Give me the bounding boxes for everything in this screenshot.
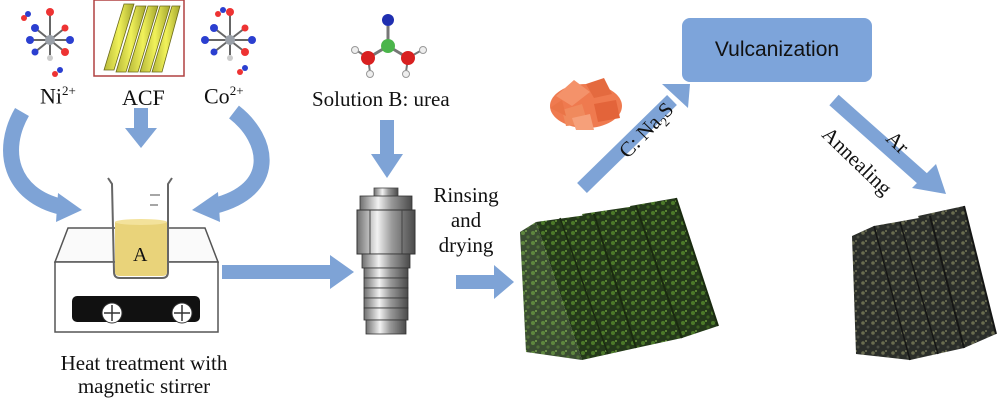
- heat-treatment-line-1: Heat treatment with: [60, 351, 228, 375]
- acf-label: ACF: [122, 85, 165, 110]
- solution-b-label: Solution B: urea: [312, 87, 450, 111]
- vulcanization-box: Vulcanization: [682, 18, 872, 82]
- green-fiber-mat-image: [520, 197, 719, 360]
- rinsing-drying-label: Rinsing and drying: [426, 183, 506, 259]
- rinsing-line-1: Rinsing: [433, 183, 499, 207]
- vulcanization-label: Vulcanization: [714, 38, 840, 61]
- co-label: Co2+: [204, 83, 244, 109]
- rinsing-line-2: and: [450, 208, 482, 233]
- na2s-flakes-image: [550, 78, 622, 130]
- rinse-arrow: [456, 265, 514, 299]
- curved-arrow-right: [192, 105, 270, 222]
- stirrer-to-autoclave-arrow: [222, 255, 354, 289]
- ni-label-text: Ni: [40, 83, 62, 109]
- ni-molecule-icon: [21, 8, 74, 77]
- dark-fiber-mat-image: [852, 205, 997, 361]
- urea-down-arrow: [371, 120, 403, 178]
- acf-fiber-image: [93, 0, 185, 77]
- co-charge: 2+: [229, 83, 244, 98]
- beaker-icon: [107, 177, 173, 279]
- autoclave-icon: [356, 187, 416, 335]
- acf-down-arrow: [125, 108, 157, 148]
- heat-treatment-label: Heat treatment with magnetic stirrer: [44, 351, 244, 399]
- beaker-label: A: [133, 244, 148, 266]
- curved-arrow-left: [3, 107, 82, 222]
- rinsing-line-3: drying: [438, 233, 494, 258]
- heat-treatment-line-2: magnetic stirrer: [77, 374, 211, 399]
- co-label-text: Co: [204, 83, 230, 109]
- ni-label: Ni2+: [40, 83, 76, 109]
- na2s-arrow: [577, 84, 690, 194]
- ni-charge: 2+: [62, 83, 76, 98]
- annealing-arrow: [829, 94, 946, 194]
- urea-molecule-icon: [351, 14, 427, 78]
- co-molecule-icon: [201, 7, 256, 75]
